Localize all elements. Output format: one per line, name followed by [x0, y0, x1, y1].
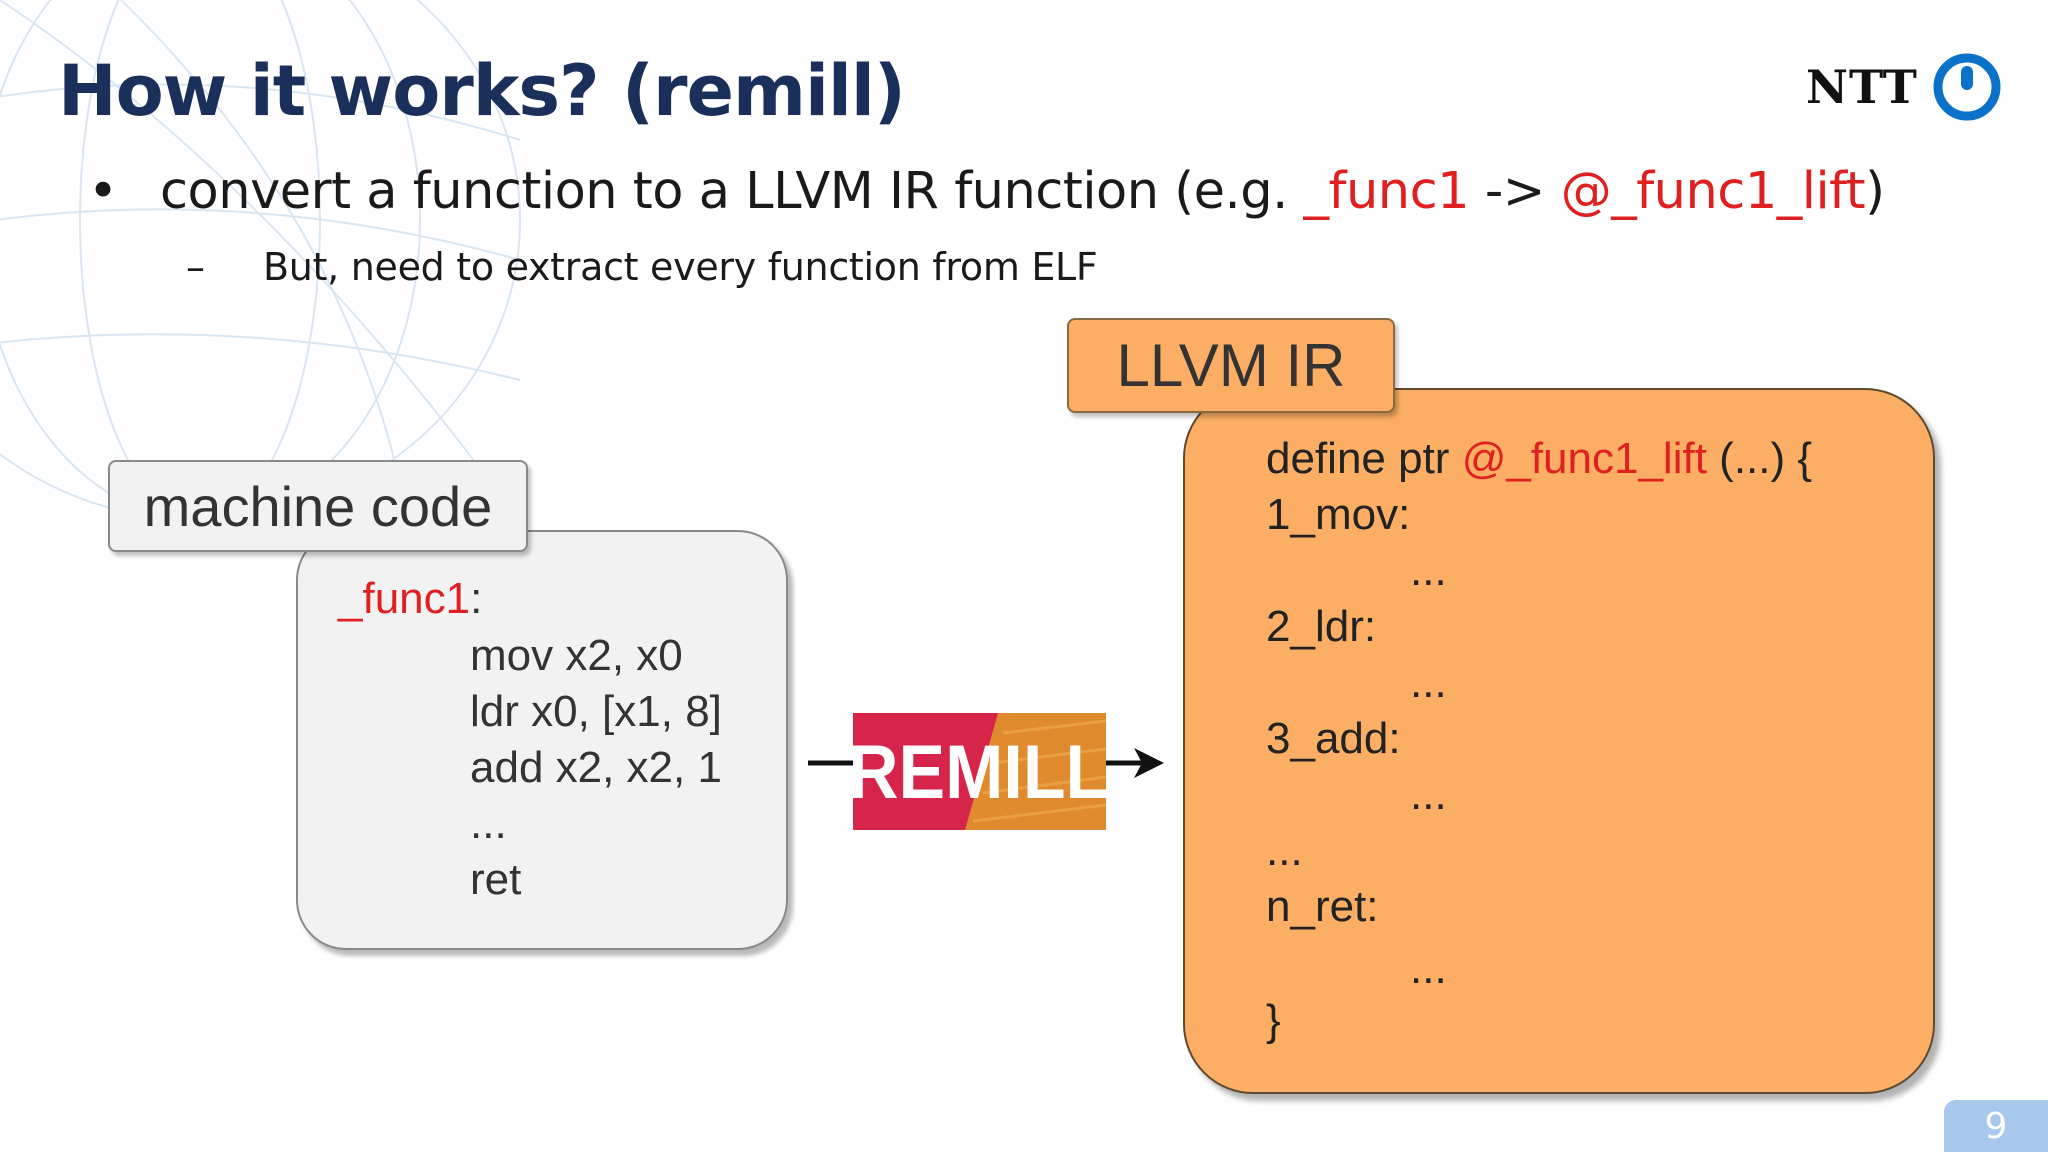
llvm-ir-ellipsis: ... — [1410, 546, 1447, 595]
bullet-arrow: -> — [1469, 162, 1561, 221]
bullet-lifted-name: @_func1_lift — [1560, 162, 1866, 221]
sub-bullet: – But, need to extract every function fro… — [186, 245, 1098, 289]
remill-logo: REMILL — [853, 713, 1106, 830]
llvm-ir-block-label: 3_add: — [1266, 714, 1401, 763]
llvm-ir-box — [1183, 388, 1935, 1094]
machine-code-func-name: _func1 — [338, 574, 471, 623]
ntt-ring-icon — [1933, 53, 2001, 121]
machine-code-line: mov x2, x0 — [470, 631, 683, 680]
machine-code-line: add x2, x2, 1 — [470, 743, 722, 792]
machine-code-func-colon: : — [470, 574, 483, 623]
llvm-ir-define-prefix: define ptr — [1266, 434, 1462, 483]
llvm-ir-ellipsis: ... — [1266, 826, 1303, 875]
llvm-ir-closing-brace: } — [1266, 996, 1281, 1045]
logo-text: NTT — [1806, 60, 1918, 114]
page-number-badge: 9 — [1944, 1100, 2048, 1152]
llvm-ir-block-label: 1_mov: — [1266, 490, 1411, 539]
machine-code-label: machine code — [108, 460, 528, 552]
llvm-ir-label: LLVM IR — [1067, 318, 1395, 413]
llvm-ir-func-name: @_func1_lift — [1461, 434, 1707, 483]
llvm-ir-block-label: n_ret: — [1266, 882, 1379, 931]
llvm-ir-define-line: define ptr @_func1_lift (...) { — [1266, 434, 1812, 484]
ntt-logo: NTT — [1806, 52, 2002, 122]
remill-logo-text: REMILL — [853, 730, 1106, 814]
sub-bullet-dash: – — [186, 245, 205, 289]
machine-code-line: ... — [470, 799, 507, 848]
main-bullet: • convert a function to a LLVM IR functio… — [88, 162, 1885, 221]
machine-code-line: ret — [470, 855, 522, 904]
bullet-dot: • — [88, 162, 118, 221]
machine-code-box — [296, 530, 788, 950]
llvm-ir-ellipsis: ... — [1410, 770, 1447, 819]
slide-title: How it works? (remill) — [58, 50, 906, 132]
bullet-func-name: _func1 — [1303, 162, 1470, 221]
machine-code-line: ldr x0, [x1, 8] — [470, 687, 722, 736]
llvm-ir-block-label: 2_ldr: — [1266, 602, 1377, 651]
bullet-suffix: ) — [1865, 162, 1885, 221]
bullet-prefix: convert a function to a LLVM IR function… — [160, 162, 1304, 221]
llvm-ir-ellipsis: ... — [1410, 658, 1447, 707]
sub-bullet-text: But, need to extract every function from… — [263, 245, 1098, 289]
machine-code-func-line: _func1: — [338, 574, 482, 624]
llvm-ir-define-suffix: (...) { — [1706, 434, 1813, 483]
llvm-ir-ellipsis: ... — [1410, 944, 1447, 993]
